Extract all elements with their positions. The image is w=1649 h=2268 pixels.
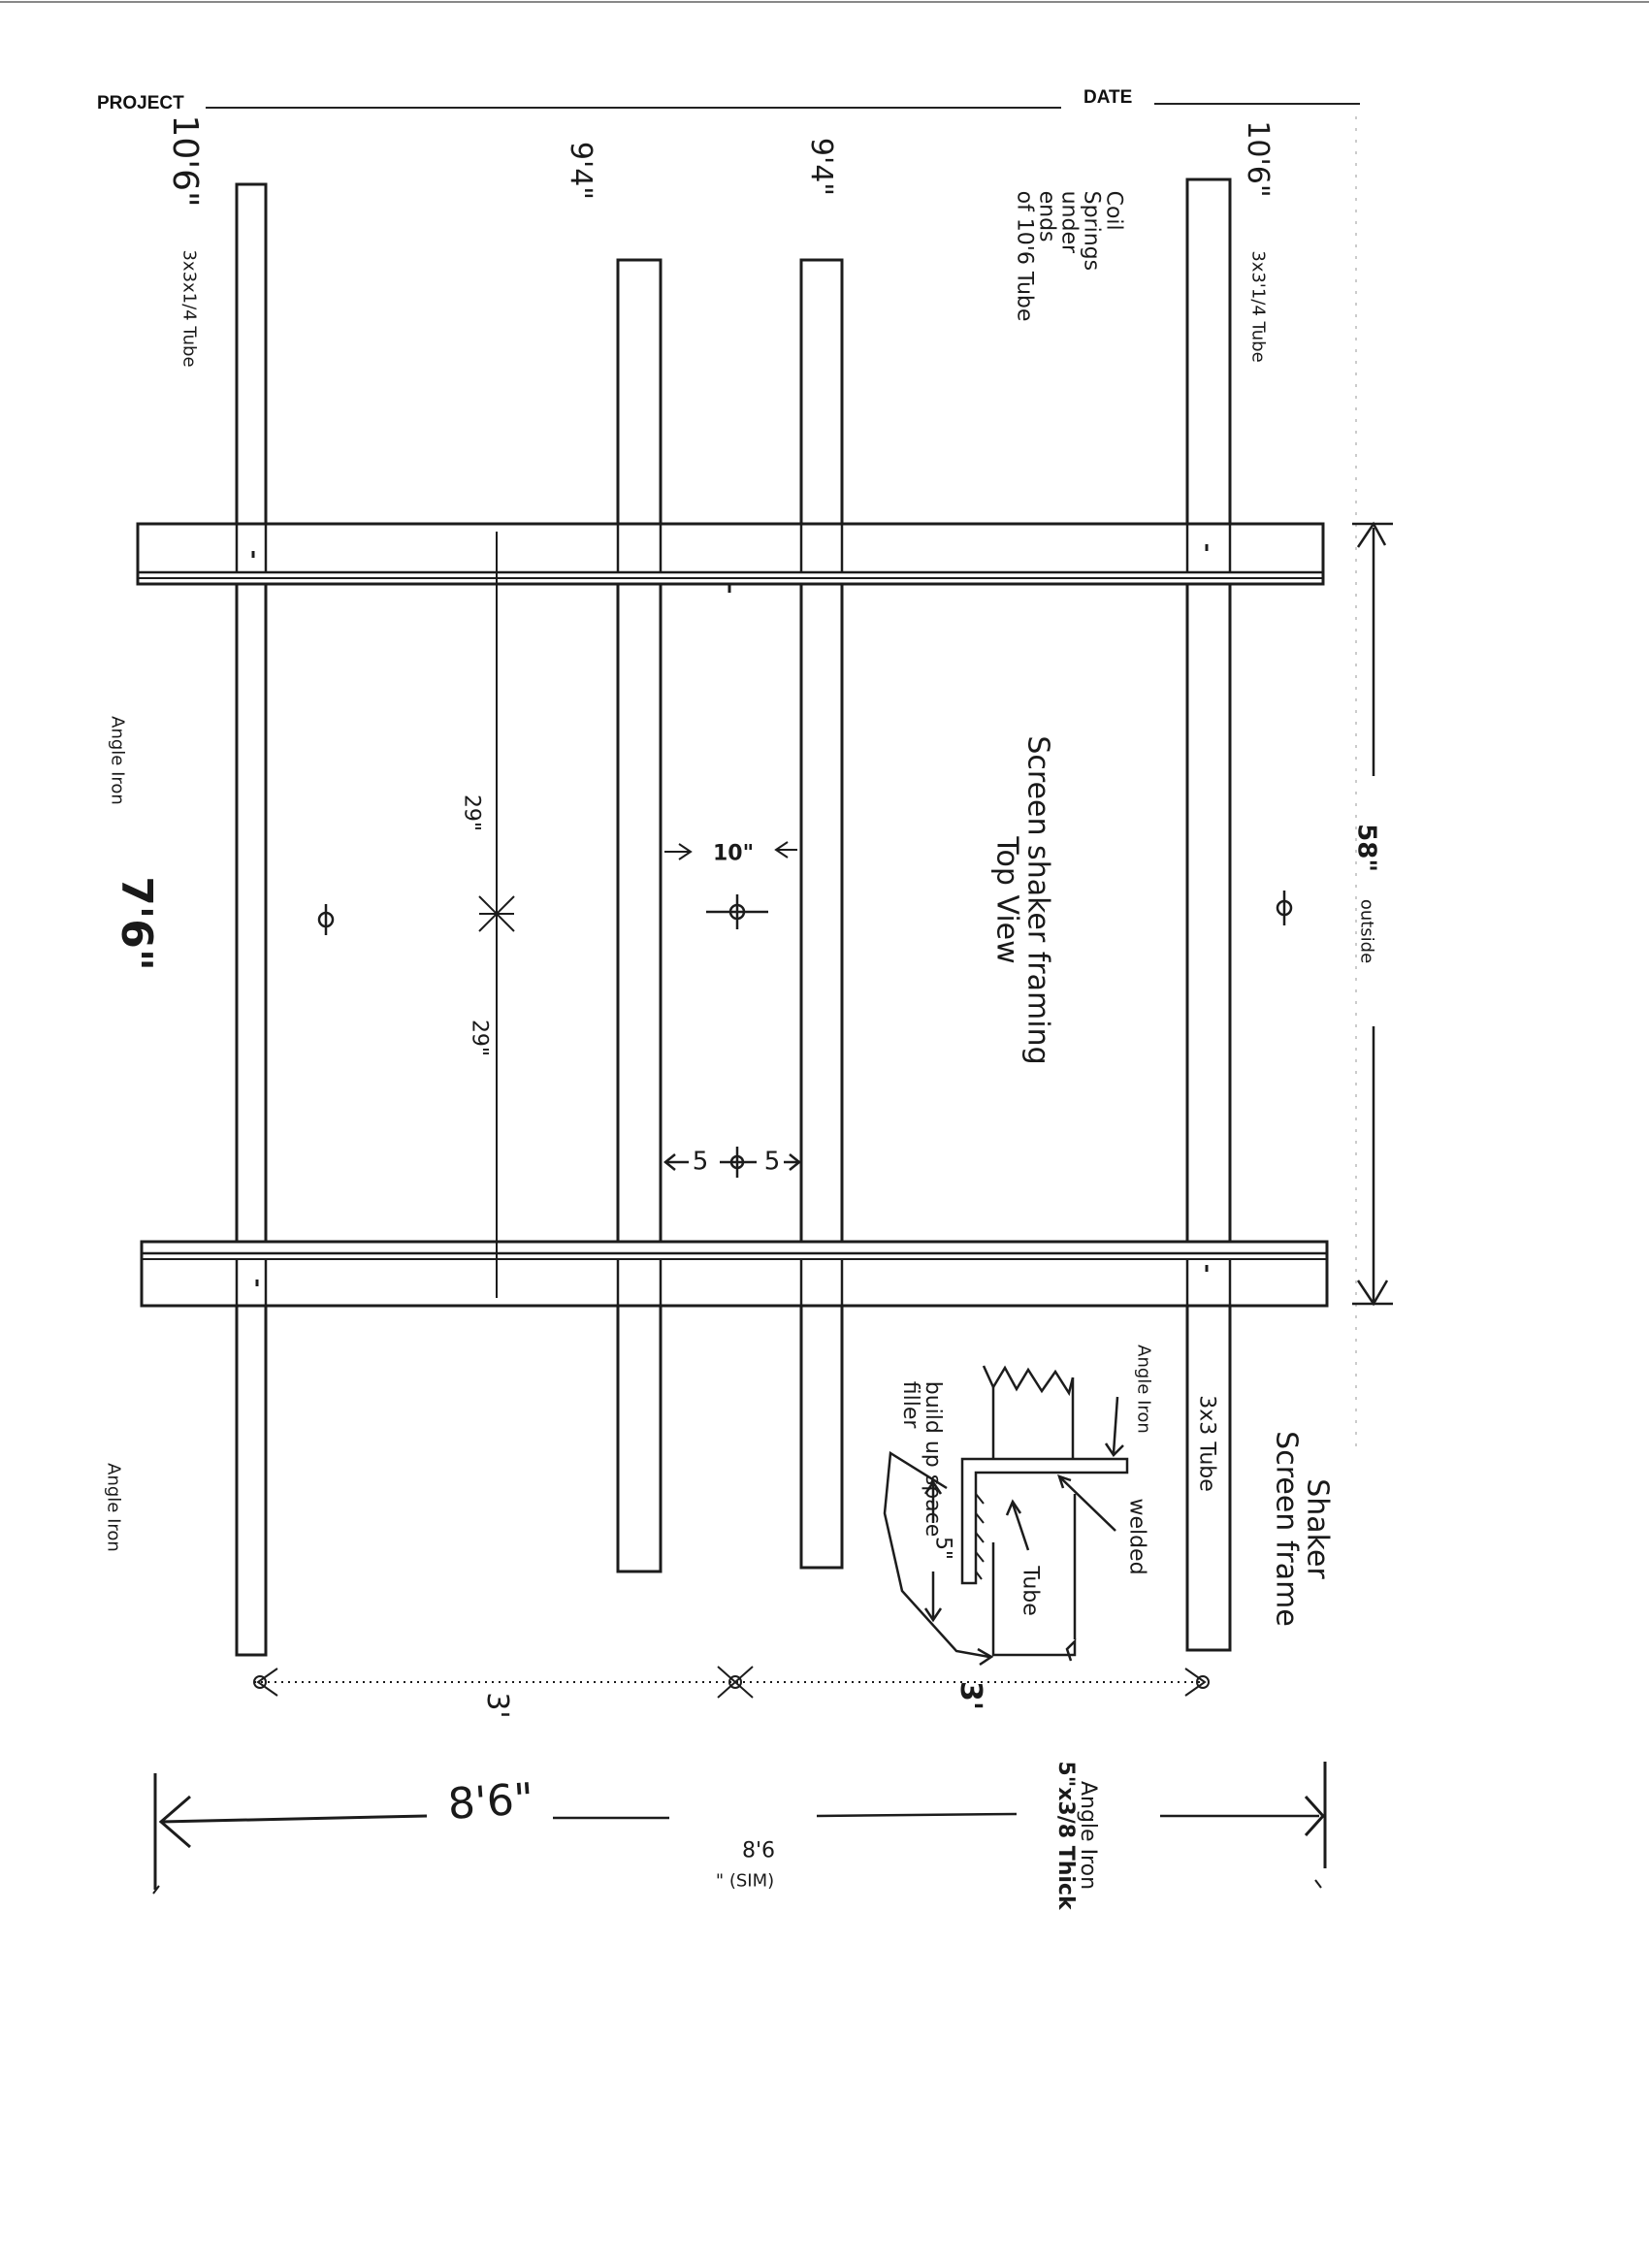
dim-10-value: 10" xyxy=(712,841,755,866)
dim-8-6 xyxy=(152,1762,1327,1895)
dim-58 xyxy=(1352,521,1393,1307)
dim-3-left: 3' xyxy=(479,1692,514,1719)
coil-note-line-2: Springs xyxy=(1079,190,1104,272)
angle-iron-bottom xyxy=(140,1240,1329,1308)
project-line xyxy=(206,107,1061,109)
dim-8-6-small-2: " (SIM) xyxy=(715,1870,775,1892)
shaker-label-line-1: Shaker xyxy=(1300,1478,1335,1579)
detail-welded-label: welded xyxy=(1124,1498,1149,1575)
angle-iron-length: 7'6" xyxy=(112,876,162,971)
coil-springs-note: Coil Springs under ends of 10'6 Tube xyxy=(1012,190,1126,322)
tube-right-spec: 3x3'1/4 Tube xyxy=(1247,250,1269,363)
detail-angle-iron-label: Angle Iron xyxy=(1133,1345,1154,1434)
drawing-title-line-2: Top View xyxy=(990,836,1024,964)
dim-5-right: 5 xyxy=(763,1147,781,1177)
coil-note-line-1: Coil xyxy=(1101,190,1126,231)
detail-buildup-line-1: build up space xyxy=(921,1380,946,1538)
coil-note-line-5: of 10'6 Tube xyxy=(1012,190,1037,322)
angle-iron-label-top: Angle Iron xyxy=(107,716,128,805)
angle-iron-detail xyxy=(883,1365,1129,1667)
dim-29-bottom: 29" xyxy=(467,1019,492,1057)
shaker-label-line-2: Screen frame xyxy=(1270,1431,1304,1627)
angle-iron-top xyxy=(136,522,1325,586)
dim-29-29 xyxy=(478,532,515,1298)
tube-inner-right-length: 9'4" xyxy=(803,137,838,197)
angle-iron-spec-line-2: 5"x3/8 Thick xyxy=(1053,1761,1078,1910)
detail-buildup-line-2: filler xyxy=(898,1380,922,1429)
dim-58-value: 58" xyxy=(1351,824,1381,872)
tube-inner-right xyxy=(799,258,844,1570)
dim-8-6-value: 8'6" xyxy=(446,1773,535,1830)
dim-3-right: 3' xyxy=(953,1680,987,1711)
dim-58-outside-label: outside xyxy=(1356,898,1377,964)
project-label: PROJECT xyxy=(97,93,184,113)
tube-right-length: 10'6" xyxy=(1240,120,1275,198)
dim-5-left: 5 xyxy=(692,1147,709,1177)
tube-left xyxy=(235,182,268,1657)
dim-29-top: 29" xyxy=(459,794,484,832)
tube-left-spec: 3x3x1/4 Tube xyxy=(178,249,200,368)
detail-buildup-label: build up space filler xyxy=(898,1380,946,1538)
centerline-symbols xyxy=(317,891,1293,935)
angle-iron-spec-label: Angle Iron 5"x3/8 Thick xyxy=(1053,1761,1101,1910)
detail-five-label: 5" xyxy=(930,1536,955,1561)
dim-5-5 xyxy=(663,1147,802,1178)
tube-inner-left-length: 9'4" xyxy=(563,141,598,201)
dim-8-6-small: 8'6 xyxy=(741,1838,776,1863)
dim-10 xyxy=(664,841,797,860)
coil-note-line-4: ends xyxy=(1034,190,1059,243)
tube-right xyxy=(1185,178,1232,1652)
date-line xyxy=(1154,103,1360,105)
detail-tube-label: Tube xyxy=(1018,1566,1043,1616)
date-label: DATE xyxy=(1083,87,1133,108)
drawing-title: Screen shaker framing Top View xyxy=(990,735,1055,1065)
angle-iron-spec-line-1: Angle Iron xyxy=(1076,1780,1101,1891)
dim-3-3 xyxy=(253,1666,1210,1699)
tube-inner-left xyxy=(616,258,663,1573)
drawing-title-line-1: Screen shaker framing xyxy=(1020,735,1055,1065)
shaker-screen-frame-label: Shaker Screen frame xyxy=(1270,1431,1335,1627)
angle-iron-label-bottom: Angle Iron xyxy=(103,1463,124,1552)
tube-3x3-label: 3x3 Tube xyxy=(1194,1395,1219,1492)
tube-left-length: 10'6" xyxy=(164,114,205,208)
coil-note-line-3: under xyxy=(1056,190,1082,254)
